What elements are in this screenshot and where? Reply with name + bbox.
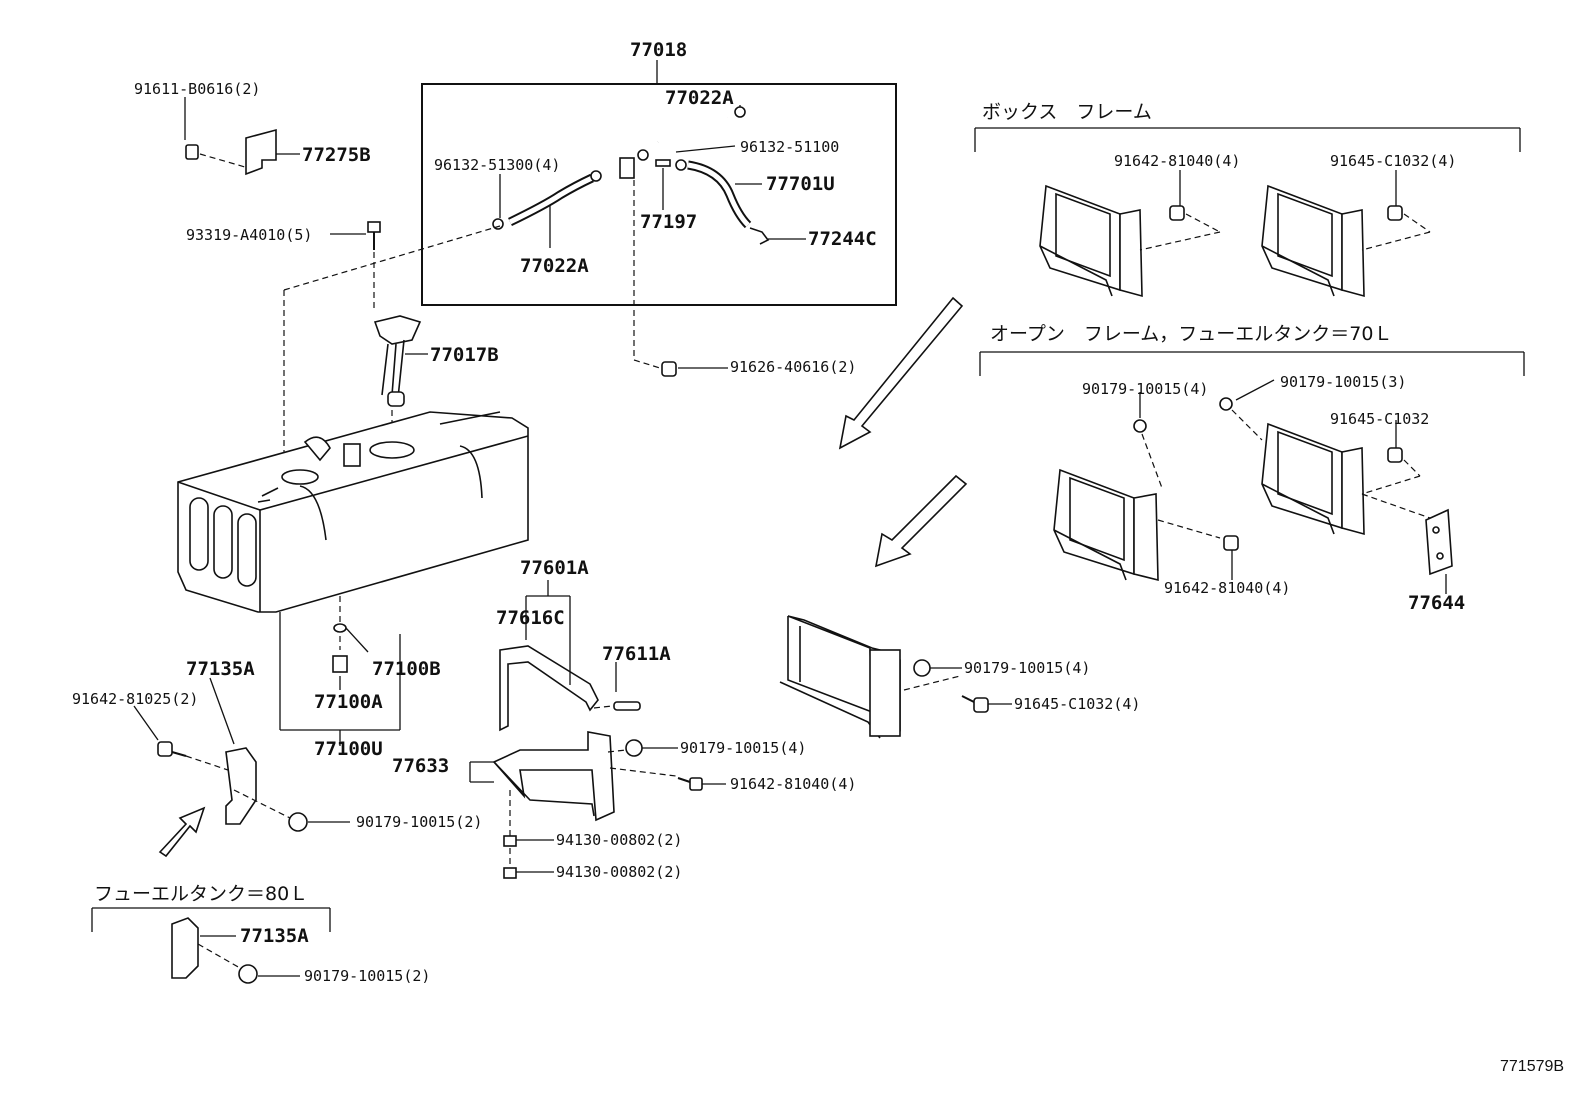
section-tank-80l: フューエルタンク＝80Ｌ	[94, 883, 308, 905]
label-94130-a: 94130-00802(2)	[556, 831, 682, 849]
label-90179-main: 90179-10015(2)	[356, 813, 482, 831]
label-77017b: 77017B	[430, 344, 499, 366]
label-91645-box: 91645-C1032(4)	[1330, 152, 1456, 170]
label-77601a: 77601A	[520, 557, 589, 579]
label-77633: 77633	[392, 755, 449, 777]
label-77244c: 77244C	[808, 228, 877, 250]
label-93319-a4010: 93319-A4010(5)	[186, 226, 312, 244]
label-96132-51300: 96132-51300(4)	[434, 156, 560, 174]
frame-77633	[469, 731, 726, 879]
fuel-sender-77017b	[373, 315, 428, 445]
bracket-77135a-main	[133, 677, 350, 858]
label-94130-b: 94130-00802(2)	[556, 863, 682, 881]
label-77611a: 77611A	[602, 643, 671, 665]
direction-arrows	[838, 296, 968, 568]
label-77018: 77018	[630, 39, 687, 61]
screw-93319-group	[283, 221, 501, 470]
bolt-91626	[633, 180, 728, 377]
drain-plug-group	[279, 596, 401, 746]
label-77135a-main: 77135A	[186, 658, 255, 680]
label-90179-open-b: 90179-10015(3)	[1280, 373, 1406, 391]
bracket-77275b-group	[184, 97, 300, 176]
label-77275b: 77275B	[302, 144, 371, 166]
label-90179-open-a: 90179-10015(4)	[1082, 380, 1208, 398]
label-77701u: 77701U	[766, 173, 835, 195]
label-77100b: 77100B	[372, 658, 441, 680]
fuel-tank	[177, 411, 529, 613]
section-open-frame: オープン フレーム，フューエルタンク＝70Ｌ	[990, 323, 1392, 345]
section-box-frame: ボックス フレーム	[982, 101, 1152, 123]
tank-80l-section	[91, 907, 331, 984]
label-90179-80l: 90179-10015(2)	[304, 967, 430, 985]
label-91642-81025: 91642-81025(2)	[72, 690, 198, 708]
frame-right-middle	[779, 615, 1012, 739]
label-77022a-top: 77022A	[665, 87, 734, 109]
strap-group-77601a	[499, 580, 641, 732]
label-91645-open: 91645-C1032	[1330, 410, 1429, 428]
diagram-id: 771579B	[1500, 1058, 1564, 1075]
open-frame-section	[979, 351, 1525, 594]
label-77616c: 77616C	[496, 607, 565, 629]
label-77197: 77197	[640, 211, 697, 233]
label-77100a: 77100A	[314, 691, 383, 713]
label-77100u: 77100U	[314, 738, 383, 760]
label-77022a-bottom: 77022A	[520, 255, 589, 277]
label-91626-40616: 91626-40616(2)	[730, 358, 856, 376]
label-77644: 77644	[1408, 592, 1465, 614]
label-90179-mid: 90179-10015(4)	[680, 739, 806, 757]
label-91642-open: 91642-81040(4)	[1164, 579, 1290, 597]
box-frame-section	[974, 127, 1521, 298]
label-91642-box: 91642-81040(4)	[1114, 152, 1240, 170]
label-77135a-80l: 77135A	[240, 925, 309, 947]
label-91645-right: 91645-C1032(4)	[1014, 695, 1140, 713]
label-91642-mid: 91642-81040(4)	[730, 775, 856, 793]
label-91611-b0616: 91611-B0616(2)	[134, 80, 260, 98]
label-96132-51100: 96132-51100	[740, 138, 839, 156]
hose-set-inset	[421, 60, 897, 306]
label-90179-right: 90179-10015(4)	[964, 659, 1090, 677]
